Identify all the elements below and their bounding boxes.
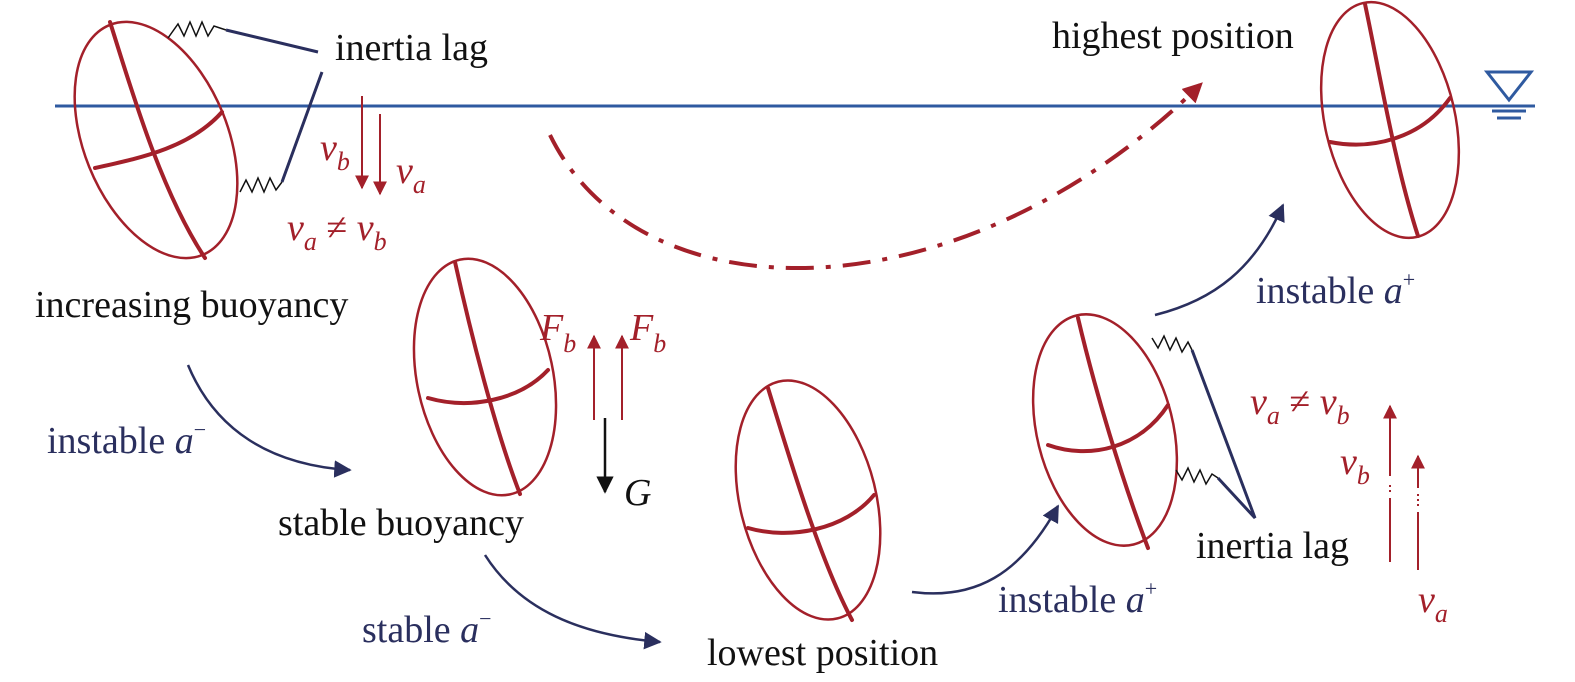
label-stable-a-minus: stable a− [362,606,492,651]
symbol-va-top: va [396,150,426,199]
body-increasing-buoyancy [73,20,239,260]
body-lowest-position [734,379,882,622]
label-instable-a-plus-top: instable a+ [1256,267,1415,312]
arrow-rising-to-highest [1154,203,1285,317]
symbol-va-neq-vb-top: va ≠ vb [287,207,387,256]
velocity-arrows-top [355,96,387,196]
arrow-increasing-to-stable [186,364,352,478]
symbol-gravity: G [624,472,651,514]
inertia-lag-connector-top [225,28,324,183]
label-instable-a-minus: instable a− [47,417,206,462]
transition-arrows [186,203,1285,650]
body-instable-rising [1031,313,1179,550]
velocity-arrows-bottom [1383,404,1425,570]
symbol-fb-right: Fb [629,307,666,358]
body-highest-position [1319,0,1461,240]
symbol-fb-left: Fb [539,307,576,358]
buoyancy-force-arrows [587,334,629,420]
arrow-lowest-to-rising [911,504,1060,595]
symbol-vb-top: vb [320,127,350,176]
inertia-lag-connector-bottom [1190,349,1257,520]
water-surface-icon [1483,70,1535,120]
label-instable-a-plus-bottom: instable a+ [998,576,1157,621]
label-inertia-lag-top: inertia lag [335,27,488,69]
label-increasing-buoyancy: increasing buoyancy [35,284,348,326]
symbol-va-neq-vb-bottom: va ≠ vb [1250,381,1350,430]
label-stable-buoyancy: stable buoyancy [278,502,524,544]
spring-icon [167,20,1219,486]
symbol-vb-bottom: vb [1340,441,1370,490]
trajectory-path [548,82,1203,271]
label-inertia-lag-bottom: inertia lag [1196,525,1349,567]
label-highest-position: highest position [1052,15,1294,57]
body-stable-buoyancy [412,257,558,497]
label-lowest-position: lowest position [707,632,938,674]
arrow-stable-to-lowest [483,554,662,650]
symbol-va-bottom: va [1418,579,1448,628]
